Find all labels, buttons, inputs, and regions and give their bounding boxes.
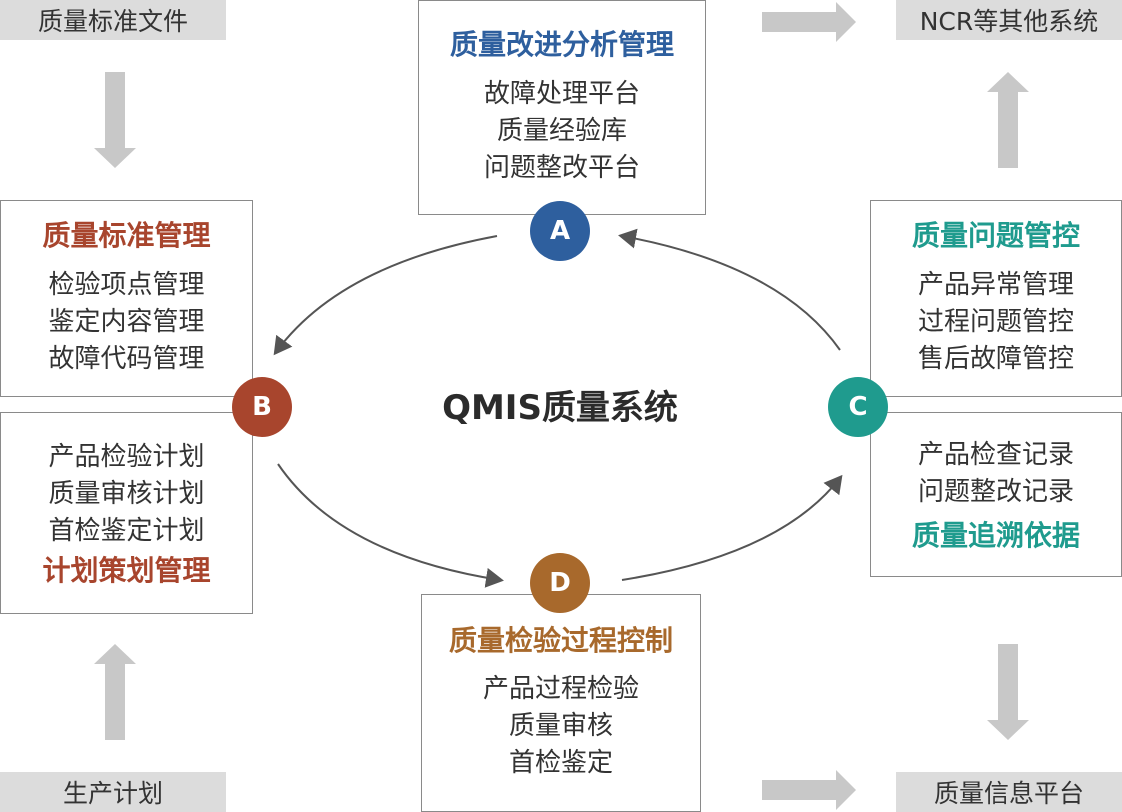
box-b-bottom-title: 计划策划管理 xyxy=(42,553,211,587)
box-a-title: 质量改进分析管理 xyxy=(449,28,674,62)
box-b-top-title: 质量标准管理 xyxy=(42,219,211,253)
box-d-item: 首检鉴定 xyxy=(508,748,613,779)
arc-d-to-c xyxy=(621,474,843,581)
gray-block-arrows xyxy=(94,2,1029,810)
node-c-badge: C xyxy=(828,377,888,437)
down-arrow-icon xyxy=(94,72,136,168)
box-d-title: 质量检验过程控制 xyxy=(448,623,673,657)
node-a-badge: A xyxy=(530,201,590,261)
box-c-item: 问题整改记录 xyxy=(917,476,1074,507)
tag-ncr-other-systems: NCR等其他系统 xyxy=(896,0,1122,40)
box-d-item: 产品过程检验 xyxy=(482,674,639,705)
box-quality-traceability: 产品检查记录 问题整改记录 质量追溯依据 xyxy=(870,412,1122,577)
box-b-item: 质量审核计划 xyxy=(48,478,205,509)
cycle-arcs xyxy=(273,228,843,588)
box-c-item: 产品异常管理 xyxy=(917,269,1074,300)
box-inspection-process-control: 质量检验过程控制 产品过程检验 质量审核 首检鉴定 xyxy=(421,594,701,812)
box-a-item: 问题整改平台 xyxy=(483,152,640,183)
box-b-item: 产品检验计划 xyxy=(48,441,205,472)
arc-c-to-a xyxy=(618,228,841,351)
box-plan-management: 产品检验计划 质量审核计划 首检鉴定计划 计划策划管理 xyxy=(0,412,253,614)
box-b-item: 检验项点管理 xyxy=(48,269,205,300)
box-d-item: 质量审核 xyxy=(508,711,613,742)
box-quality-standard: 质量标准管理 检验项点管理 鉴定内容管理 故障代码管理 xyxy=(0,200,253,397)
box-b-item: 首检鉴定计划 xyxy=(48,515,205,546)
tag-quality-standard-docs: 质量标准文件 xyxy=(0,0,226,40)
right-arrow-icon xyxy=(762,2,856,42)
down-arrow-icon xyxy=(987,644,1029,740)
right-arrow-icon xyxy=(762,770,856,810)
box-a-item: 故障处理平台 xyxy=(483,78,640,109)
center-title: QMIS质量系统 xyxy=(442,388,678,428)
tag-production-plan: 生产计划 xyxy=(0,772,226,812)
up-arrow-icon xyxy=(987,72,1029,168)
box-c-item: 售后故障管控 xyxy=(917,343,1074,374)
up-arrow-icon xyxy=(94,644,136,740)
box-c-bottom-title: 质量追溯依据 xyxy=(911,518,1080,552)
box-quality-problem-control: 质量问题管控 产品异常管理 过程问题管控 售后故障管控 xyxy=(870,200,1122,397)
box-a-item: 质量经验库 xyxy=(496,115,627,146)
box-quality-improvement: 质量改进分析管理 故障处理平台 质量经验库 问题整改平台 xyxy=(418,0,706,215)
box-c-item: 过程问题管控 xyxy=(917,306,1074,337)
box-b-item: 鉴定内容管理 xyxy=(48,306,205,337)
node-d-badge: D xyxy=(530,553,590,613)
box-b-item: 故障代码管理 xyxy=(48,343,205,374)
box-c-top-title: 质量问题管控 xyxy=(911,219,1080,253)
box-c-item: 产品检查记录 xyxy=(917,439,1074,470)
arc-a-to-b xyxy=(273,235,498,356)
node-b-badge: B xyxy=(232,377,292,437)
tag-quality-info-platform: 质量信息平台 xyxy=(896,772,1122,812)
arc-b-to-d xyxy=(277,463,504,588)
